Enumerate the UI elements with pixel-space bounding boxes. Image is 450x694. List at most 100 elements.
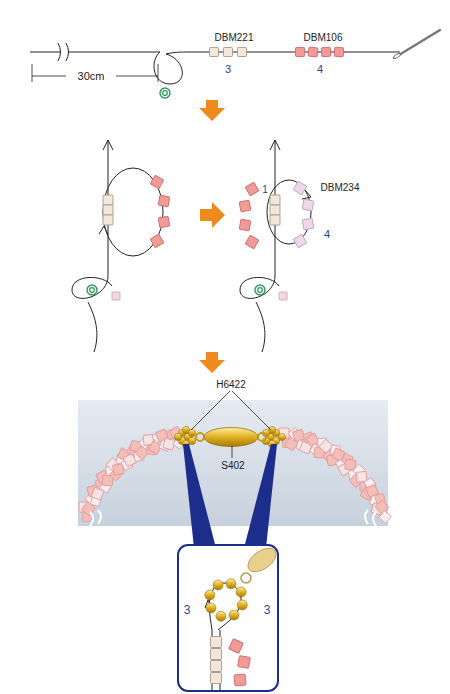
gold-bead <box>188 437 195 444</box>
part-label: 4 <box>324 228 330 240</box>
seed-bead <box>270 215 280 225</box>
seed-bead <box>234 674 246 686</box>
zoom-wedge <box>183 444 216 548</box>
seed-bead <box>239 219 251 231</box>
break-mark <box>90 510 376 526</box>
gold-bead <box>237 600 247 610</box>
seed-bead <box>150 175 164 189</box>
necklace-bead <box>375 500 389 514</box>
gold-bead <box>174 433 181 440</box>
gold-bead <box>206 603 216 613</box>
zoom-wedge <box>244 444 277 548</box>
seed-bead <box>150 234 164 248</box>
seed-bead <box>245 182 259 196</box>
dimension-line <box>32 64 158 82</box>
stopper-bead <box>258 288 263 293</box>
seed-bead <box>293 181 307 195</box>
gold-bead <box>278 433 285 440</box>
part-label: 3 <box>184 604 191 616</box>
part-label: H6422 <box>216 379 245 391</box>
step-arrow <box>199 100 225 121</box>
seed-bead <box>211 649 222 660</box>
seed-bead <box>158 195 170 207</box>
thread-loop <box>103 168 163 256</box>
leader-line <box>232 446 233 458</box>
seed-bead <box>245 235 259 249</box>
gold-bead <box>229 610 239 620</box>
part-label: S402 <box>221 460 244 472</box>
clasp <box>244 543 281 576</box>
arrow-head <box>270 140 280 150</box>
necklace-bead <box>379 511 392 524</box>
stopper-bead <box>160 88 170 98</box>
necklace-beads <box>79 426 391 523</box>
seed-bead <box>238 656 251 669</box>
step-arrow <box>199 352 225 373</box>
seed-bead <box>308 47 318 57</box>
part-label: 4 <box>317 63 323 75</box>
part-label: 1 <box>262 184 268 196</box>
seed-bead <box>112 292 120 300</box>
gold-bead <box>216 611 226 621</box>
seed-bead <box>239 200 251 212</box>
thread <box>209 583 241 690</box>
seed-bead <box>296 48 305 57</box>
seed-bead <box>103 205 113 215</box>
thread <box>256 302 265 352</box>
seed-bead <box>211 673 222 684</box>
seed-bead <box>302 218 314 230</box>
seed-bead <box>279 292 287 300</box>
part-label: DBM234 <box>321 182 360 194</box>
inset-beads <box>205 579 251 686</box>
clasp-ring <box>258 433 266 441</box>
seed-bead <box>321 47 331 57</box>
seed-bead <box>229 639 244 654</box>
stopper-bead <box>87 285 97 295</box>
stopper-bead <box>255 285 265 295</box>
arrow-head <box>99 226 108 235</box>
arrow-head <box>103 140 113 150</box>
leader-line <box>232 391 271 430</box>
gold-bead <box>236 587 246 597</box>
seed-bead <box>103 195 113 205</box>
clasp-ring <box>196 433 204 441</box>
leader-line <box>191 391 230 430</box>
seed-bead <box>103 215 113 225</box>
part-label: 3 <box>225 63 231 75</box>
thread <box>72 140 112 298</box>
seed-bead <box>158 216 170 228</box>
gold-bead <box>205 590 215 600</box>
stopper-bead <box>163 91 168 96</box>
clasp <box>204 428 258 447</box>
seed-bead <box>211 661 222 672</box>
gold-bead <box>213 580 223 590</box>
needle <box>394 30 440 58</box>
photo-background <box>78 400 388 526</box>
seed-bead <box>270 205 280 215</box>
needle-eye <box>393 53 402 60</box>
clasp-ring <box>241 573 251 583</box>
part-label: DBM106 <box>304 32 343 44</box>
step-arrow <box>200 202 225 228</box>
gold-bead <box>226 579 236 589</box>
thread <box>68 52 400 84</box>
part-label: 30cm <box>78 70 105 82</box>
seed-bead <box>224 48 233 57</box>
seed-bead <box>334 47 343 56</box>
seed-bead <box>270 195 280 205</box>
part-label: DBM221 <box>215 32 254 44</box>
gold-bead <box>188 429 195 436</box>
seed-bead <box>302 199 314 211</box>
thread <box>240 140 279 298</box>
stopper-bead <box>90 288 95 293</box>
thread <box>88 302 97 352</box>
thread <box>30 52 60 53</box>
part-label: 3 <box>264 604 271 616</box>
seed-bead <box>238 48 247 57</box>
seed-bead <box>293 234 307 248</box>
thread-loop <box>267 180 311 244</box>
seed-bead <box>211 637 222 648</box>
break-mark <box>58 43 69 61</box>
